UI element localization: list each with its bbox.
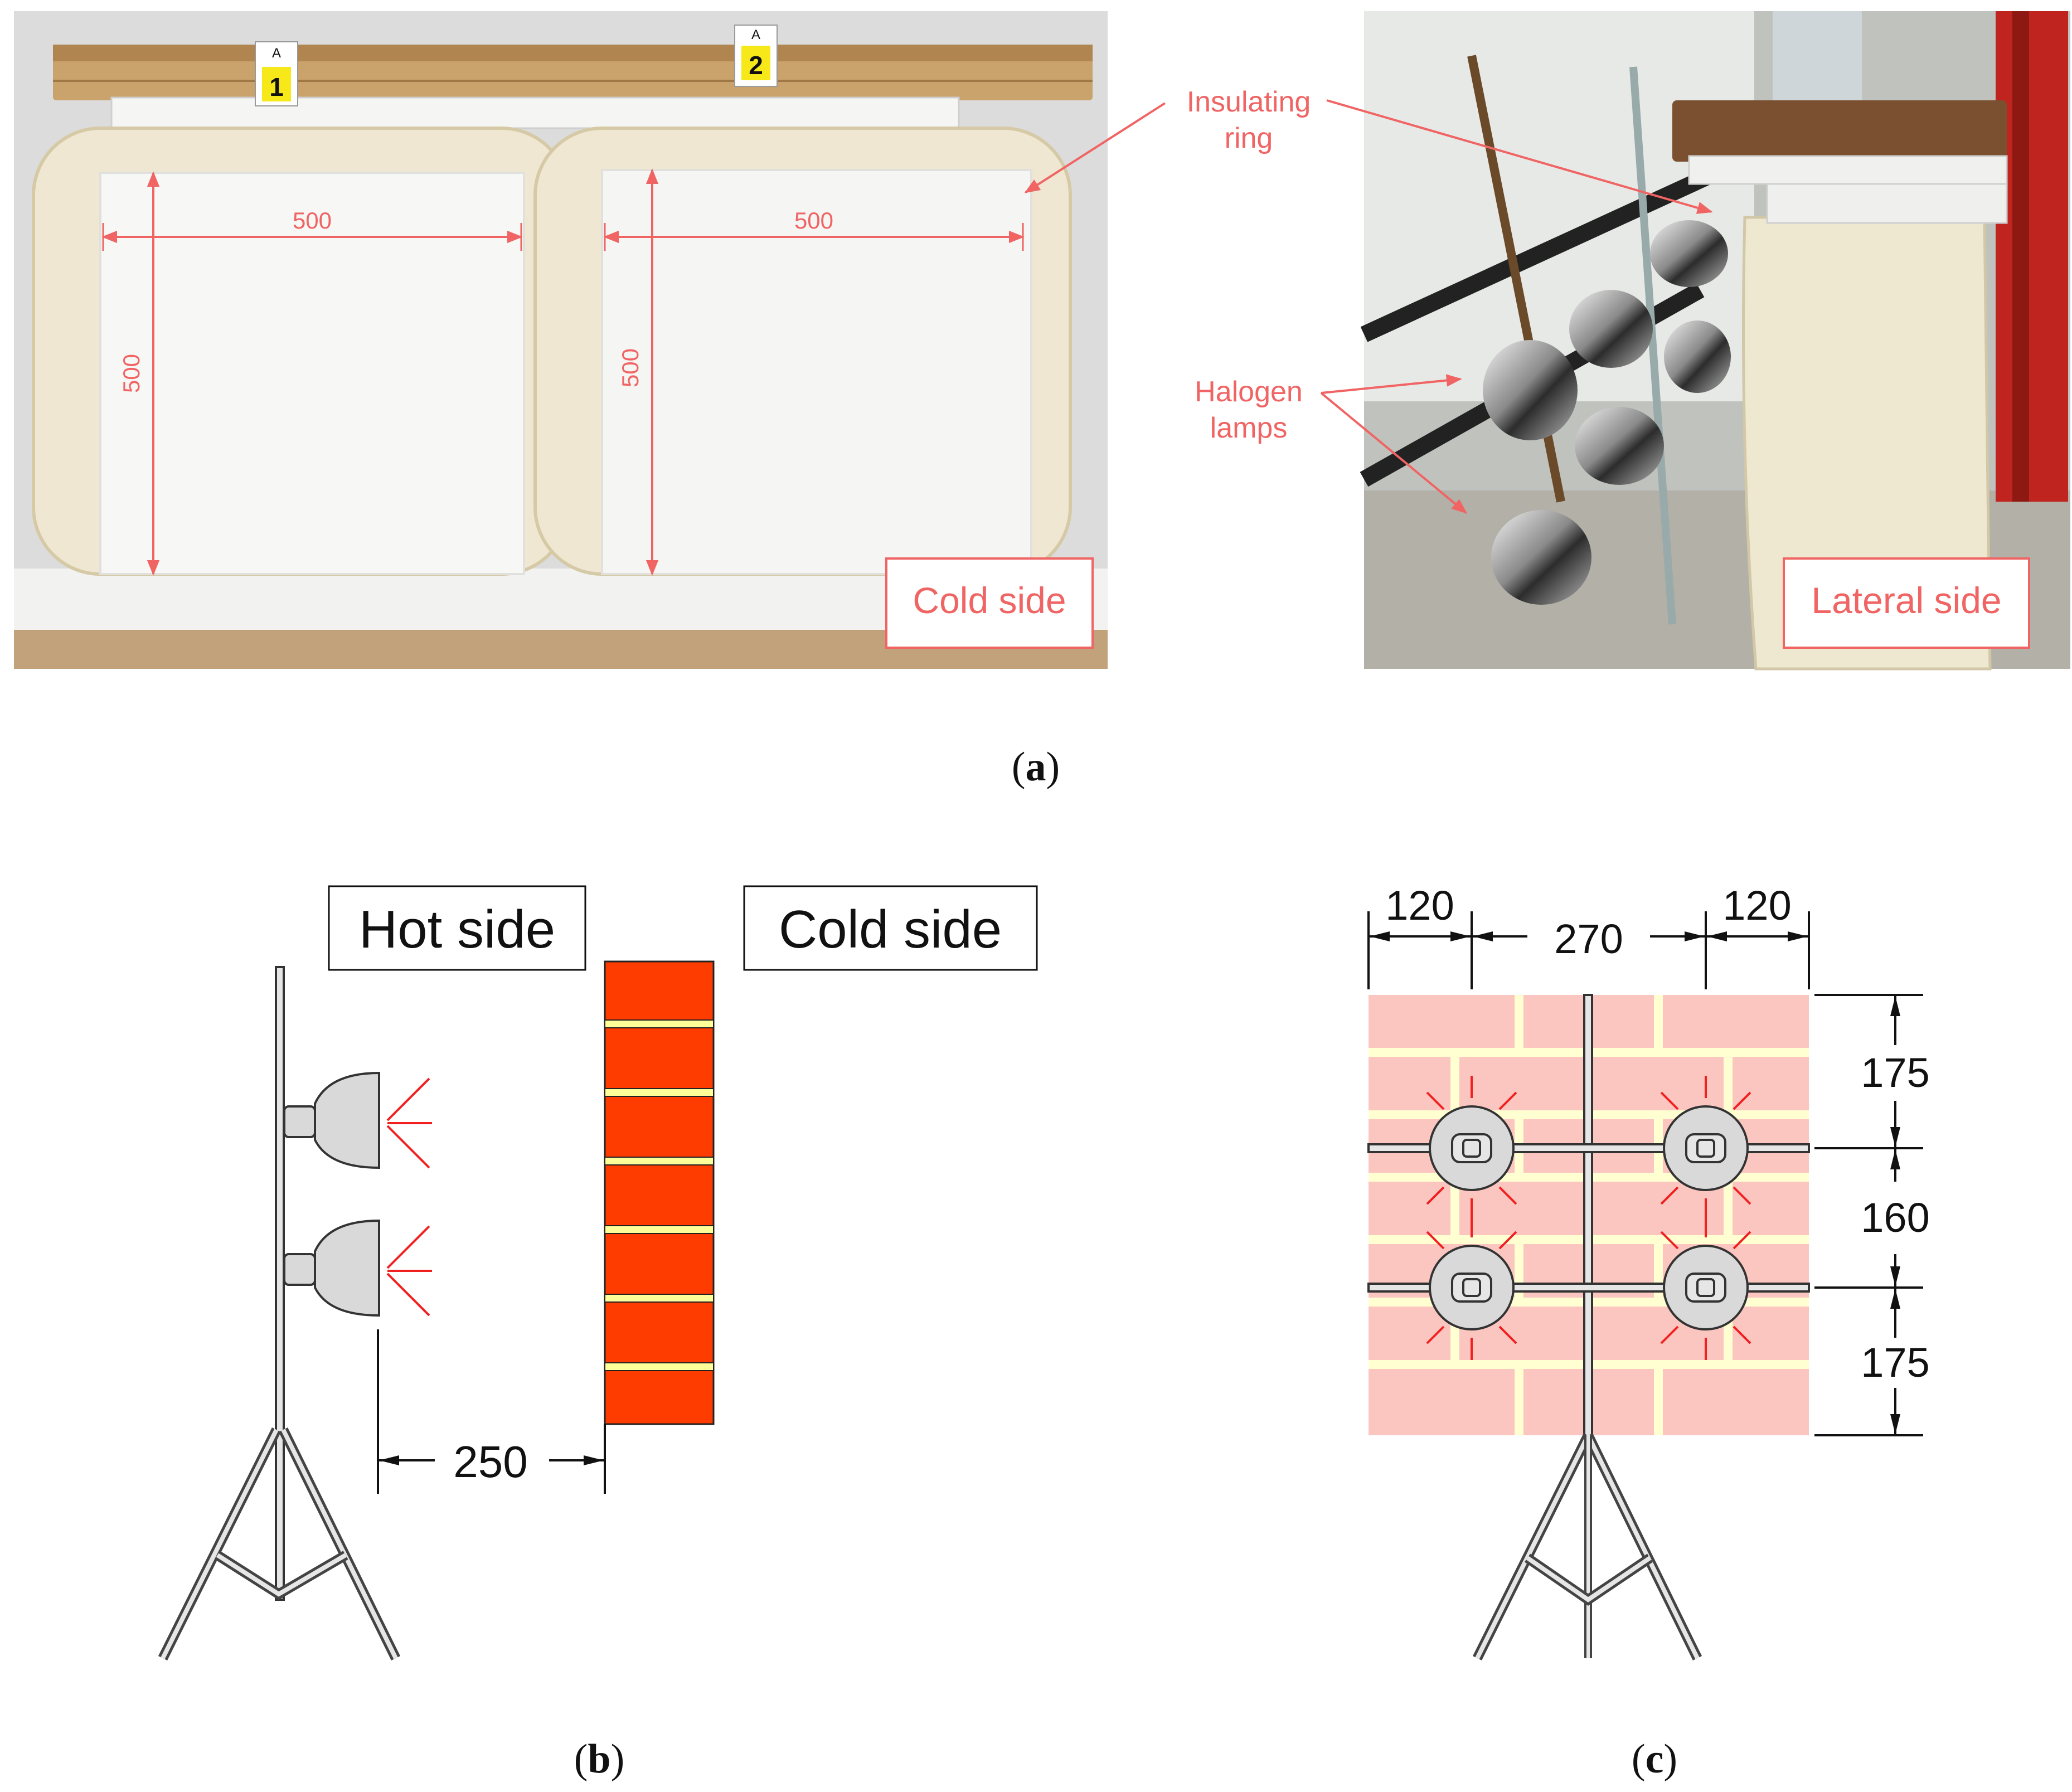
caption-a: (a) [1012, 744, 1060, 790]
dim-width-2: 500 [603, 207, 1025, 251]
lamp-b-upper [283, 1071, 432, 1169]
svg-text:500: 500 [794, 207, 833, 234]
svg-text:250: 250 [453, 1437, 527, 1487]
lamps-c [1426, 1076, 1751, 1360]
dim-lamp-spacing-v: 160 [1861, 1194, 1929, 1241]
halogen-lamps-annotation: Halogen lamps [1195, 374, 1468, 514]
dims-right [1814, 994, 1923, 1436]
halogen-lamps-photo [1483, 220, 1731, 605]
svg-text:A: A [272, 46, 281, 61]
svg-text:A: A [751, 27, 760, 42]
svg-text:Insulating: Insulating [1187, 86, 1311, 118]
wooden-board [53, 45, 1093, 100]
svg-text:Cold side: Cold side [779, 900, 1002, 959]
svg-text:500: 500 [617, 348, 643, 387]
caption-b: (b) [574, 1736, 624, 1782]
svg-text:lamps: lamps [1210, 412, 1288, 444]
specimen-tag-2: A 2 [734, 25, 778, 87]
dim-left-margin: 120 [1385, 882, 1454, 929]
svg-text:Lateral side: Lateral side [1811, 580, 2001, 621]
hot-side-label: Hot side [328, 885, 586, 971]
lamp-b-lower [283, 1219, 432, 1317]
cold-side-label-photo: Cold side [885, 557, 1094, 649]
left-photo: A 1 A 2 500 500 500 500 [14, 11, 1108, 669]
right-photo: Insulating ring Halogen lamps Lateral si… [1024, 11, 2070, 671]
tripod-b [158, 966, 401, 1661]
dim-height-2: 500 [617, 168, 659, 576]
svg-text:Halogen: Halogen [1195, 376, 1303, 408]
dim-right-margin: 120 [1722, 882, 1791, 929]
specimen-tag-1: A 1 [255, 41, 298, 106]
dim-height-1: 500 [118, 171, 160, 576]
dim-bottom-margin: 175 [1861, 1339, 1929, 1386]
dim-top-margin: 175 [1861, 1050, 1929, 1096]
panel-b: Hot side Cold side [158, 885, 1038, 1661]
dim-250: 250 [377, 1329, 606, 1494]
brick-wall-section [604, 960, 715, 1425]
lateral-specimen [1672, 100, 2008, 671]
svg-text:Hot side: Hot side [359, 900, 555, 959]
svg-text:500: 500 [118, 354, 144, 393]
cold-side-label: Cold side [743, 885, 1038, 971]
panel-c: 120 270 120 175 160 175 [1367, 882, 1930, 1661]
svg-text:2: 2 [749, 51, 763, 80]
dims-top [1367, 911, 1810, 989]
dim-lamp-spacing-h: 270 [1554, 916, 1623, 962]
svg-text:Cold side: Cold side [913, 580, 1066, 621]
svg-text:ring: ring [1225, 122, 1273, 154]
insulating-ring-annotation: Insulating ring [1024, 86, 1713, 214]
caption-c: (c) [1632, 1736, 1677, 1782]
svg-text:500: 500 [293, 207, 332, 234]
svg-text:1: 1 [269, 72, 284, 101]
dim-width-1: 500 [101, 207, 523, 251]
lateral-side-label: Lateral side [1783, 557, 2030, 649]
